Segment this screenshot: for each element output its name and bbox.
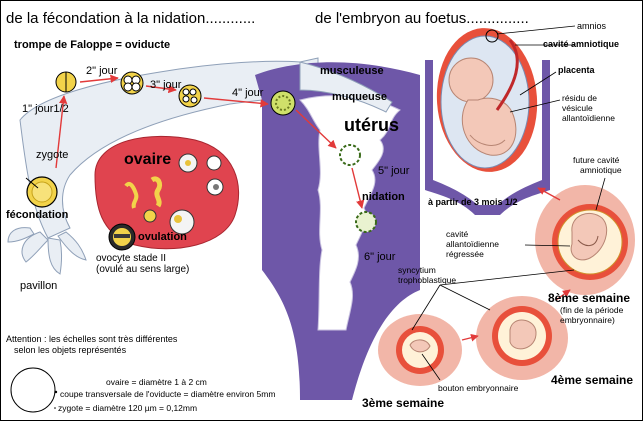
week8-label: 8ème semaine <box>548 291 631 305</box>
amnios-label: amnios <box>577 21 607 31</box>
week4-embryo <box>476 296 568 380</box>
button-label: bouton embryonnaire <box>438 383 519 393</box>
title-right: de l'embryon au foetus............... <box>315 10 529 27</box>
future-cavity-label-1: future cavité <box>573 155 620 165</box>
residue-label-3: allantoïdienne <box>562 113 615 123</box>
stage-arrows <box>55 74 365 209</box>
pavillon-label: pavillon <box>20 280 58 292</box>
week4-label: 4ème semaine <box>551 373 634 387</box>
residue-label-1: résidu de <box>562 93 597 103</box>
months-label: à partir de 3 mois 1/2 <box>428 197 518 207</box>
oocyte <box>108 223 136 251</box>
day-label-2: 2" jour <box>86 65 118 77</box>
future-cavity-label-2: amniotique <box>580 165 622 175</box>
embryo-stages <box>55 71 377 233</box>
ovary-follicles <box>124 153 224 235</box>
tube-label: trompe de Faloppe = oviducte <box>14 39 171 51</box>
allant-label-1: cavité <box>446 229 469 239</box>
week8-note-2: embryonnaire) <box>560 315 615 325</box>
week-arrows <box>461 187 571 342</box>
residue-label-2: vésicule <box>562 103 593 113</box>
day-label-4: 4" jour <box>232 87 264 99</box>
note-line-1: Attention : les échelles sont très diffé… <box>6 334 178 344</box>
nidation-label: nidation <box>362 191 405 203</box>
oocyte-label-1: ovocyte stade II <box>96 253 167 264</box>
ovary-label: ovaire <box>124 151 172 168</box>
uterus-muqueuse <box>299 95 401 331</box>
fetus-uterus <box>425 28 550 215</box>
cavity-label: cavité amniotique <box>543 39 620 49</box>
allant-label-2: allantoïdienne <box>446 239 499 249</box>
syncytium-label-1: syncytium <box>398 265 436 275</box>
day-label-6: 6" jour <box>364 251 396 263</box>
musculeuse-label: musculeuse <box>320 65 384 77</box>
pavillon-fringes <box>7 227 87 275</box>
leader-lines <box>411 25 606 381</box>
scale-zygote: zygote = diamètre 120 µm = 0,12mm <box>58 403 198 413</box>
week3-label: 3ème semaine <box>362 396 445 410</box>
day-label-1: 1" jour1/2 <box>22 103 69 115</box>
zygote-label: zygote <box>36 149 69 161</box>
day-label-3: 3" jour <box>150 79 182 91</box>
day-label-5: 5" jour <box>378 165 410 177</box>
allant-label-3: régressée <box>446 249 484 259</box>
tube-junction <box>299 61 393 113</box>
syncytium-label-2: trophoblastique <box>398 275 457 285</box>
note-line-2: selon les objets représentés <box>14 345 127 355</box>
uterus-label: utérus <box>344 115 400 135</box>
zygote-cell <box>25 176 58 208</box>
week3-embryo <box>378 314 462 386</box>
title-left: de la fécondation à la nidation.........… <box>6 10 256 27</box>
ovulation-label: ovulation <box>138 231 187 243</box>
oocyte-label-2: (ovulé au sens large) <box>96 264 190 275</box>
scale-tube: coupe transversale de l'oviducte = diamè… <box>60 389 276 399</box>
scale-dot-small <box>54 407 56 409</box>
placenta-label: placenta <box>558 65 595 75</box>
scale-dot <box>54 390 58 394</box>
week8-note-1: (fin de la période <box>560 305 624 315</box>
scale-ovary: ovaire = diamètre 1 à 2 cm <box>106 377 207 387</box>
scale-circle <box>10 367 56 413</box>
muqueuse-label: muqueuse <box>332 91 388 103</box>
week8-embryo <box>535 185 635 295</box>
fecondation-label: fécondation <box>6 209 69 221</box>
